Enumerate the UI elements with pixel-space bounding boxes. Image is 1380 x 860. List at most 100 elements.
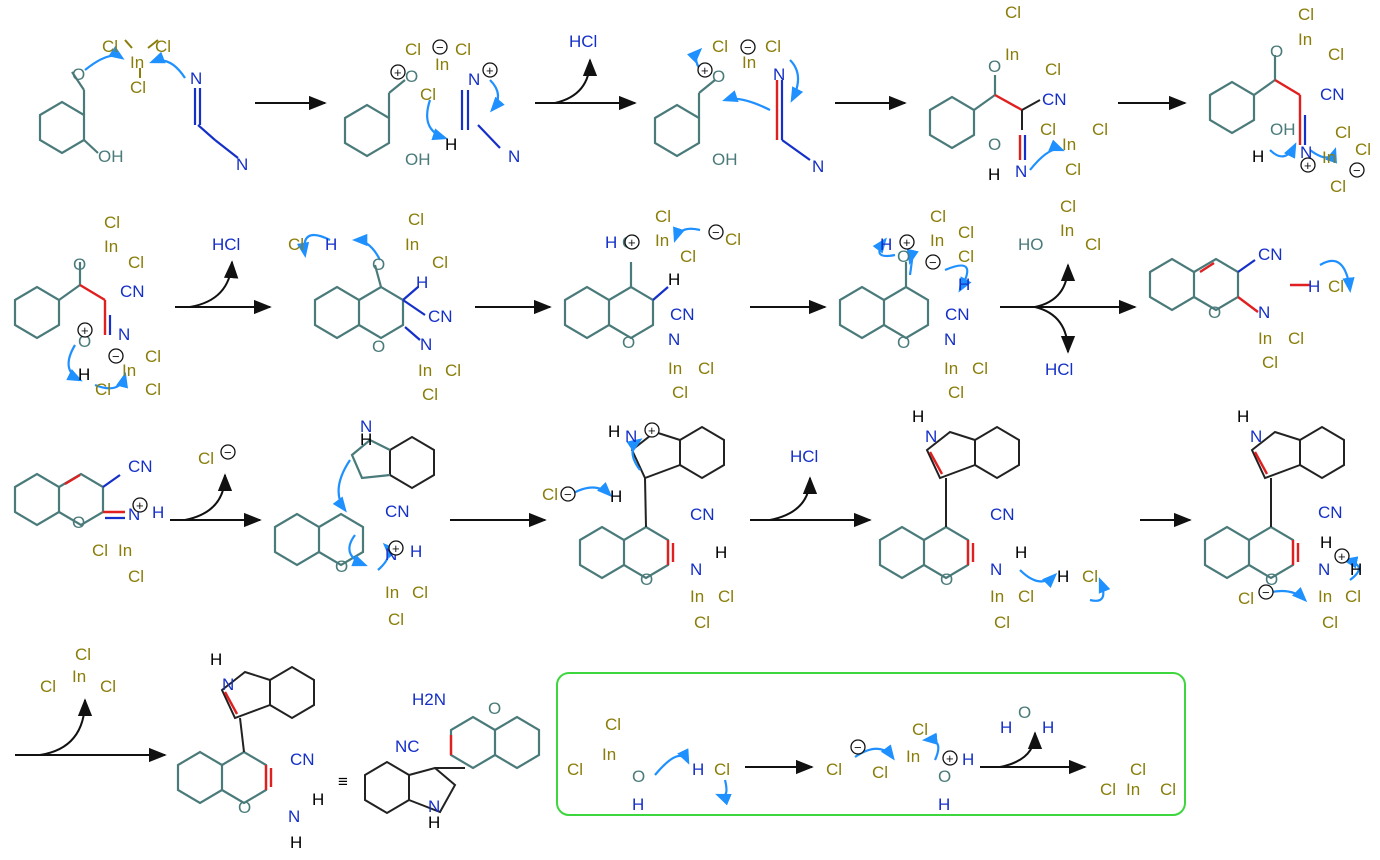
atom-label: O bbox=[238, 798, 251, 817]
atom-label: O bbox=[73, 255, 86, 274]
curly-arrow bbox=[1319, 259, 1355, 294]
group-label: CN bbox=[1320, 85, 1345, 104]
bond bbox=[781, 139, 811, 161]
row-3-structures bbox=[13, 425, 1360, 603]
atom-label: H bbox=[608, 422, 620, 441]
curly-arrow bbox=[489, 79, 505, 113]
atom-label: Cl bbox=[1018, 587, 1034, 606]
benzene-ring bbox=[13, 472, 61, 527]
atom-label: Cl bbox=[694, 613, 710, 632]
benzene-ring bbox=[653, 103, 701, 158]
atom-label: Cl bbox=[1130, 760, 1146, 779]
atom-label: Cl bbox=[567, 760, 583, 779]
bond bbox=[1021, 99, 1041, 111]
indole-benzene bbox=[1299, 425, 1345, 480]
atom-label: Cl bbox=[948, 383, 964, 402]
bond bbox=[124, 39, 133, 49]
byproduct-arrow bbox=[189, 260, 239, 308]
positive-charge bbox=[697, 62, 713, 78]
group-label: CN bbox=[1318, 503, 1343, 522]
pyran-ring bbox=[358, 285, 405, 340]
indole-benzene bbox=[389, 435, 435, 490]
atom-label: In bbox=[690, 587, 704, 606]
atom-label: N bbox=[360, 417, 372, 436]
group-label: CN bbox=[945, 305, 970, 324]
atom-label: In bbox=[405, 235, 419, 254]
negative-charge bbox=[432, 39, 448, 55]
atom-label: Cl bbox=[1085, 235, 1101, 254]
atom-label: Cl bbox=[714, 760, 730, 779]
charge-sign: − bbox=[112, 349, 120, 364]
atom-label: O bbox=[712, 67, 725, 86]
atom-label: O bbox=[1270, 42, 1283, 61]
atom-label: In bbox=[1126, 780, 1140, 799]
atom-label: N bbox=[288, 807, 300, 826]
atom-label: N bbox=[118, 325, 130, 344]
atom-label: O bbox=[632, 767, 645, 786]
negative-charge bbox=[108, 348, 124, 364]
indolyl-chromene-14 bbox=[878, 425, 1111, 602]
bond bbox=[1199, 261, 1215, 274]
charge-sign: + bbox=[81, 323, 89, 338]
curly-arrow bbox=[944, 264, 972, 293]
positive-charge bbox=[644, 422, 660, 438]
pyran-ring bbox=[221, 750, 268, 805]
atom-label: H bbox=[610, 487, 622, 506]
atom-label: Cl bbox=[388, 610, 404, 629]
atom-label: Cl bbox=[1335, 123, 1351, 142]
atom-label: Cl bbox=[1330, 177, 1346, 196]
group-label: CN bbox=[1042, 90, 1067, 109]
bond bbox=[477, 124, 501, 149]
atom-label: Cl bbox=[1045, 60, 1061, 79]
atom-label: O bbox=[1018, 703, 1031, 722]
bond bbox=[402, 286, 419, 301]
pyran-ring bbox=[1193, 257, 1240, 312]
byproduct-arrow bbox=[999, 731, 1043, 768]
bond bbox=[147, 39, 159, 49]
bond bbox=[973, 94, 996, 111]
atom-label: Cl bbox=[1005, 3, 1021, 22]
curly-arrow bbox=[1029, 139, 1065, 171]
group-label: CN bbox=[428, 307, 453, 326]
charge-sign: − bbox=[1262, 585, 1270, 600]
atom-label: In bbox=[1318, 587, 1332, 606]
bond bbox=[644, 477, 647, 528]
negative-charge bbox=[708, 224, 724, 240]
atom-label: O bbox=[940, 570, 953, 589]
atom-label: Cl bbox=[1328, 45, 1344, 64]
bond bbox=[373, 264, 383, 288]
atom-label: Cl bbox=[1328, 277, 1344, 296]
atom-label: Cl bbox=[95, 380, 111, 399]
intermediate-5 bbox=[1208, 55, 1337, 164]
pyran-ring bbox=[318, 512, 365, 567]
atom-label: Cl bbox=[145, 380, 161, 399]
atom-label: H bbox=[78, 365, 90, 384]
charge-sign: − bbox=[744, 40, 752, 55]
benzene-ring bbox=[176, 750, 224, 805]
atom-label: In bbox=[944, 359, 958, 378]
atom-label: N bbox=[1250, 427, 1262, 446]
row-4-structures bbox=[15, 665, 1186, 816]
curly-arrow bbox=[149, 51, 186, 79]
bond bbox=[1253, 79, 1276, 96]
atom-label: Cl bbox=[102, 37, 118, 56]
atom-label: H bbox=[1308, 277, 1320, 296]
charge-sign: + bbox=[648, 423, 656, 438]
atom-label: O bbox=[1208, 303, 1221, 322]
atom-label: O bbox=[640, 570, 653, 589]
bond bbox=[214, 139, 239, 159]
malononitrile bbox=[193, 88, 239, 159]
curly-arrow bbox=[1341, 556, 1360, 581]
atom-label: H bbox=[152, 503, 164, 522]
atom-label: O bbox=[72, 65, 85, 84]
atom-label: N bbox=[812, 157, 824, 176]
final-product bbox=[176, 665, 315, 805]
indolium-13 bbox=[569, 425, 725, 580]
benzene-ring bbox=[878, 525, 926, 580]
atom-label: N bbox=[1258, 303, 1270, 322]
atom-label: H bbox=[445, 135, 457, 154]
atom-label: H bbox=[1237, 407, 1249, 426]
positive-charge bbox=[899, 234, 915, 250]
curly-arrow bbox=[84, 46, 125, 71]
atom-label: O bbox=[405, 67, 418, 86]
